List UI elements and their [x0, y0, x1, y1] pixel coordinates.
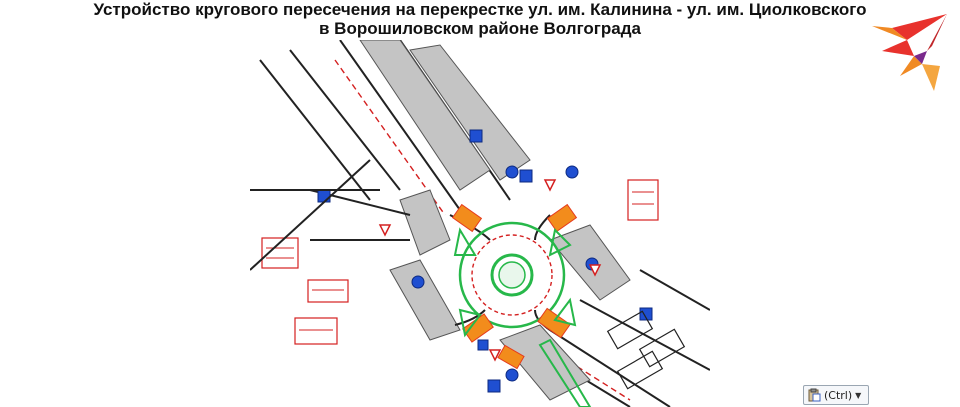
parked-vehicles: [606, 310, 686, 390]
road-edges: [259, 40, 710, 407]
title-line-2: в Ворошиловском районе Волгограда: [319, 19, 641, 38]
road-center-dashes: [334, 59, 631, 401]
bird-logo-icon: [872, 14, 947, 91]
sidewalks: [359, 40, 631, 401]
road-signs: [317, 129, 653, 393]
note-boxes: [261, 179, 659, 345]
central-island-inner: [498, 261, 526, 289]
page-title: Устройство кругового пересечения на пере…: [0, 0, 960, 38]
ring-dashed: [471, 234, 553, 316]
title-line-1: Устройство кругового пересечения на пере…: [93, 0, 867, 19]
ring-outer: [458, 221, 566, 329]
crosswalks: [451, 203, 578, 370]
paste-options-label: (Ctrl): [824, 388, 853, 402]
central-island: [490, 253, 534, 297]
warning-signs: [378, 179, 602, 362]
traffic-islands: [453, 227, 592, 407]
clipboard-icon: [808, 388, 821, 402]
paste-options-button[interactable]: (Ctrl) ▼: [803, 385, 869, 405]
plan-border: [250, 159, 380, 271]
note-box-lines: [266, 191, 654, 331]
roundabout-plan-diagram: [250, 40, 710, 407]
chevron-down-icon: ▼: [855, 390, 862, 400]
